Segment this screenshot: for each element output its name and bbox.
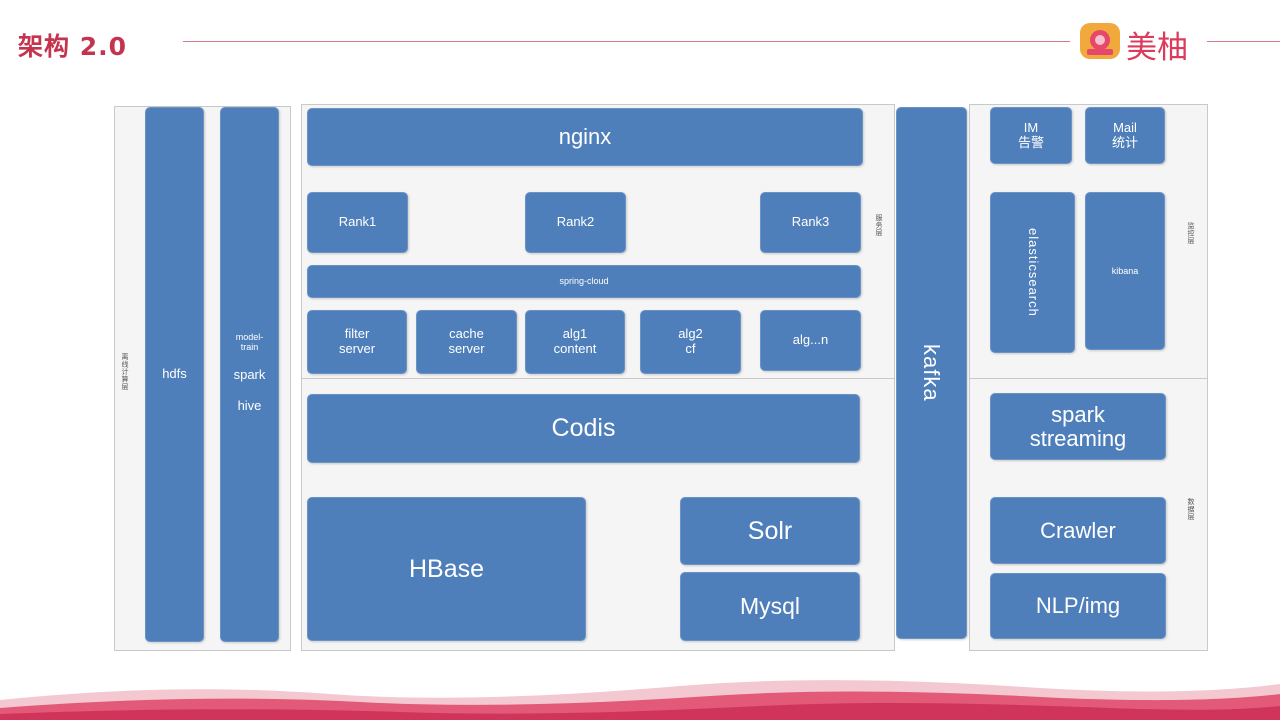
cache-server-block: cache server — [416, 310, 517, 374]
grapefruit-logo-icon — [1080, 23, 1120, 59]
hive-label: hive — [237, 398, 262, 413]
title-divider-left — [183, 41, 1070, 42]
elasticsearch-block: elasticsearch — [990, 192, 1075, 353]
crawler-block: Crawler — [990, 497, 1166, 564]
model-train-label: model- train — [235, 332, 264, 353]
alg-n-block: alg...n — [760, 310, 861, 371]
nlp-img-block: NLP/img — [990, 573, 1166, 639]
offline-layer-label: 离线计算层 — [121, 353, 129, 391]
elasticsearch-label: elasticsearch — [1025, 228, 1041, 317]
spark-streaming-block: spark streaming — [990, 393, 1166, 460]
solr-block: Solr — [680, 497, 860, 565]
kafka-label: kafka — [919, 344, 945, 402]
alg2-cf-block: alg2 cf — [640, 310, 741, 374]
alg1-content-block: alg1 content — [525, 310, 625, 374]
kibana-block: kibana — [1085, 192, 1165, 350]
rank3-block: Rank3 — [760, 192, 861, 253]
rank2-block: Rank2 — [525, 192, 626, 253]
spring-cloud-block: spring-cloud — [307, 265, 861, 298]
data-layer-label: 数据层 — [1187, 498, 1195, 521]
codis-block: Codis — [307, 394, 860, 463]
brand-name: 美柚 — [1126, 30, 1188, 66]
kafka-block: kafka — [896, 107, 967, 639]
slide-title: 架构 2.0 — [18, 32, 127, 61]
title-divider-right — [1207, 41, 1280, 42]
mail-stats-block: Mail 统计 — [1085, 107, 1165, 164]
hdfs-block: hdfs — [145, 107, 204, 642]
im-alert-block: IM 告警 — [990, 107, 1072, 164]
service-layer-label: 服务层 — [875, 214, 883, 237]
filter-server-block: filter server — [307, 310, 407, 374]
nginx-block: nginx — [307, 108, 863, 166]
monitor-layer-label: 监控层 — [1187, 222, 1195, 245]
compute-block: model- train spark hive — [220, 107, 279, 642]
spark-label: spark — [233, 367, 266, 382]
rank1-block: Rank1 — [307, 192, 408, 253]
hdfs-label: hdfs — [162, 366, 187, 382]
footer-wave-decoration — [0, 680, 1280, 720]
mysql-block: Mysql — [680, 572, 860, 641]
hbase-block: HBase — [307, 497, 586, 641]
